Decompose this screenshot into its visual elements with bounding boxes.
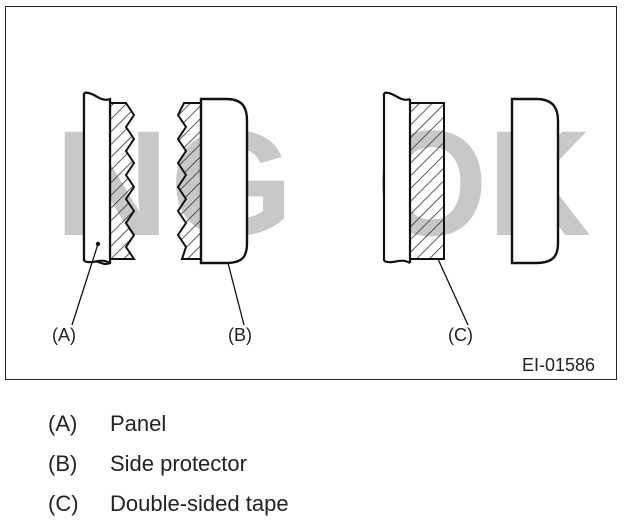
figure-frame: NG OK (A) (B) (C): [5, 6, 617, 380]
legend-label: Panel: [110, 411, 167, 436]
side-protector-b: [199, 97, 249, 265]
callout-b: (B): [228, 325, 252, 345]
tape-on-panel-ng: [109, 102, 136, 260]
legend-list: (A) Panel (B) Side protector (C) Double-…: [48, 404, 289, 524]
callout-c: (C): [448, 325, 473, 345]
leader-a: [71, 243, 99, 326]
legend-key: (B): [48, 451, 78, 476]
diagram-canvas: NG OK (A) (B) (C): [52, 91, 595, 375]
tape-on-protector-ng: [176, 102, 202, 260]
legend-key: (A): [48, 411, 78, 436]
leader-c: [437, 258, 469, 326]
legend-item: (A) Panel: [48, 404, 289, 444]
legend-label: Side protector: [110, 451, 247, 476]
figure-id: EI-01586: [522, 355, 595, 375]
double-sided-tape-c: [409, 102, 445, 260]
callout-a: (A): [52, 325, 76, 345]
legend-label: Double-sided tape: [110, 491, 289, 516]
legend-item: (B) Side protector: [48, 444, 289, 484]
side-protector-ok: [510, 97, 560, 265]
legend-key: (C): [48, 491, 79, 516]
leader-b: [227, 262, 245, 326]
legend-item: (C) Double-sided tape: [48, 484, 289, 524]
